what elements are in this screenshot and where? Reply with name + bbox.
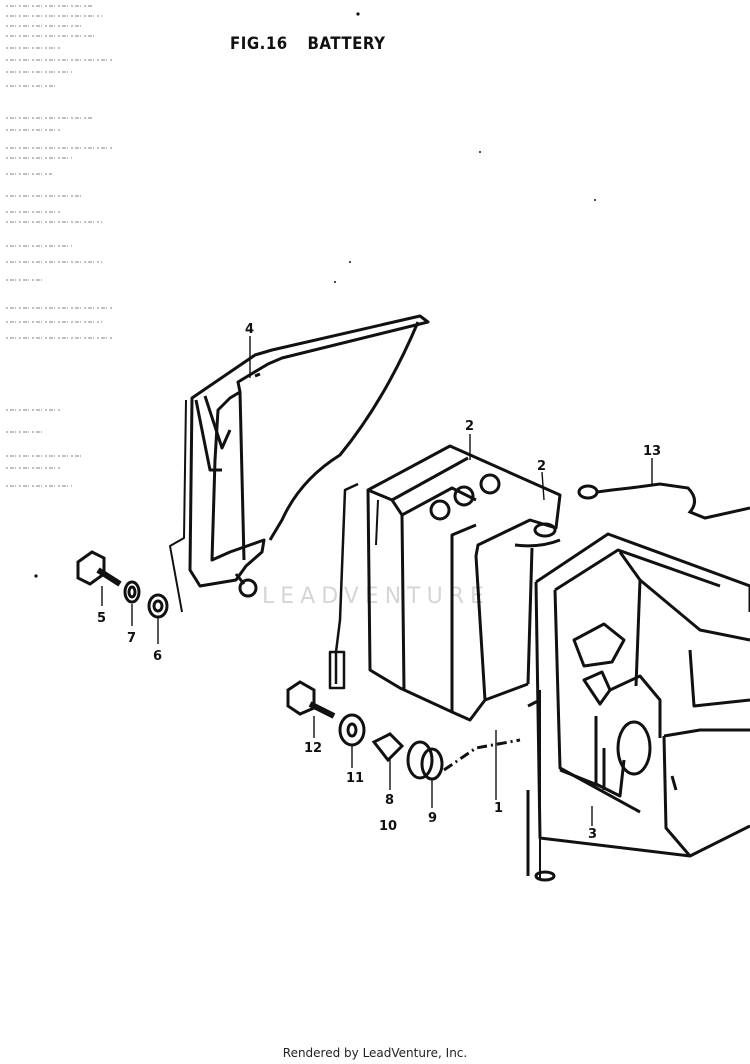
callout-10: 10 [379, 819, 397, 834]
callout-2-a: 2 [465, 419, 474, 434]
callout-12: 12 [304, 741, 322, 756]
battery [328, 444, 562, 722]
battery-holder-bracket [169, 314, 430, 613]
callout-2-b: 2 [537, 459, 546, 474]
callout-7: 7 [127, 631, 136, 646]
callout-1: 1 [494, 801, 503, 816]
scan-specks [34, 12, 596, 578]
callout-6: 6 [153, 649, 162, 664]
callout-11: 11 [346, 771, 364, 786]
figure-number: FIG.16 [230, 32, 288, 54]
figure-title: FIG.16 BATTERY [230, 33, 385, 54]
figure-name: BATTERY [307, 32, 386, 54]
footer-credit: Rendered by LeadVenture, Inc. [282, 1046, 468, 1060]
callout-3: 3 [588, 827, 597, 842]
bolt-and-washers-left [76, 550, 169, 619]
mounting-hardware-lower [286, 680, 521, 781]
watermark: LEADVENTURE [262, 584, 490, 609]
callout-5: 5 [97, 611, 106, 626]
callout-4: 4 [245, 322, 254, 337]
scan-noise [6, 5, 112, 487]
callout-8: 8 [385, 793, 394, 808]
leader-lines [101, 336, 653, 826]
callout-9: 9 [428, 811, 437, 826]
battery-case [526, 532, 750, 882]
ground-cable [577, 482, 750, 520]
battery-exploded-diagram: LEADVENTURE [34, 12, 750, 882]
callout-13: 13 [643, 444, 661, 459]
